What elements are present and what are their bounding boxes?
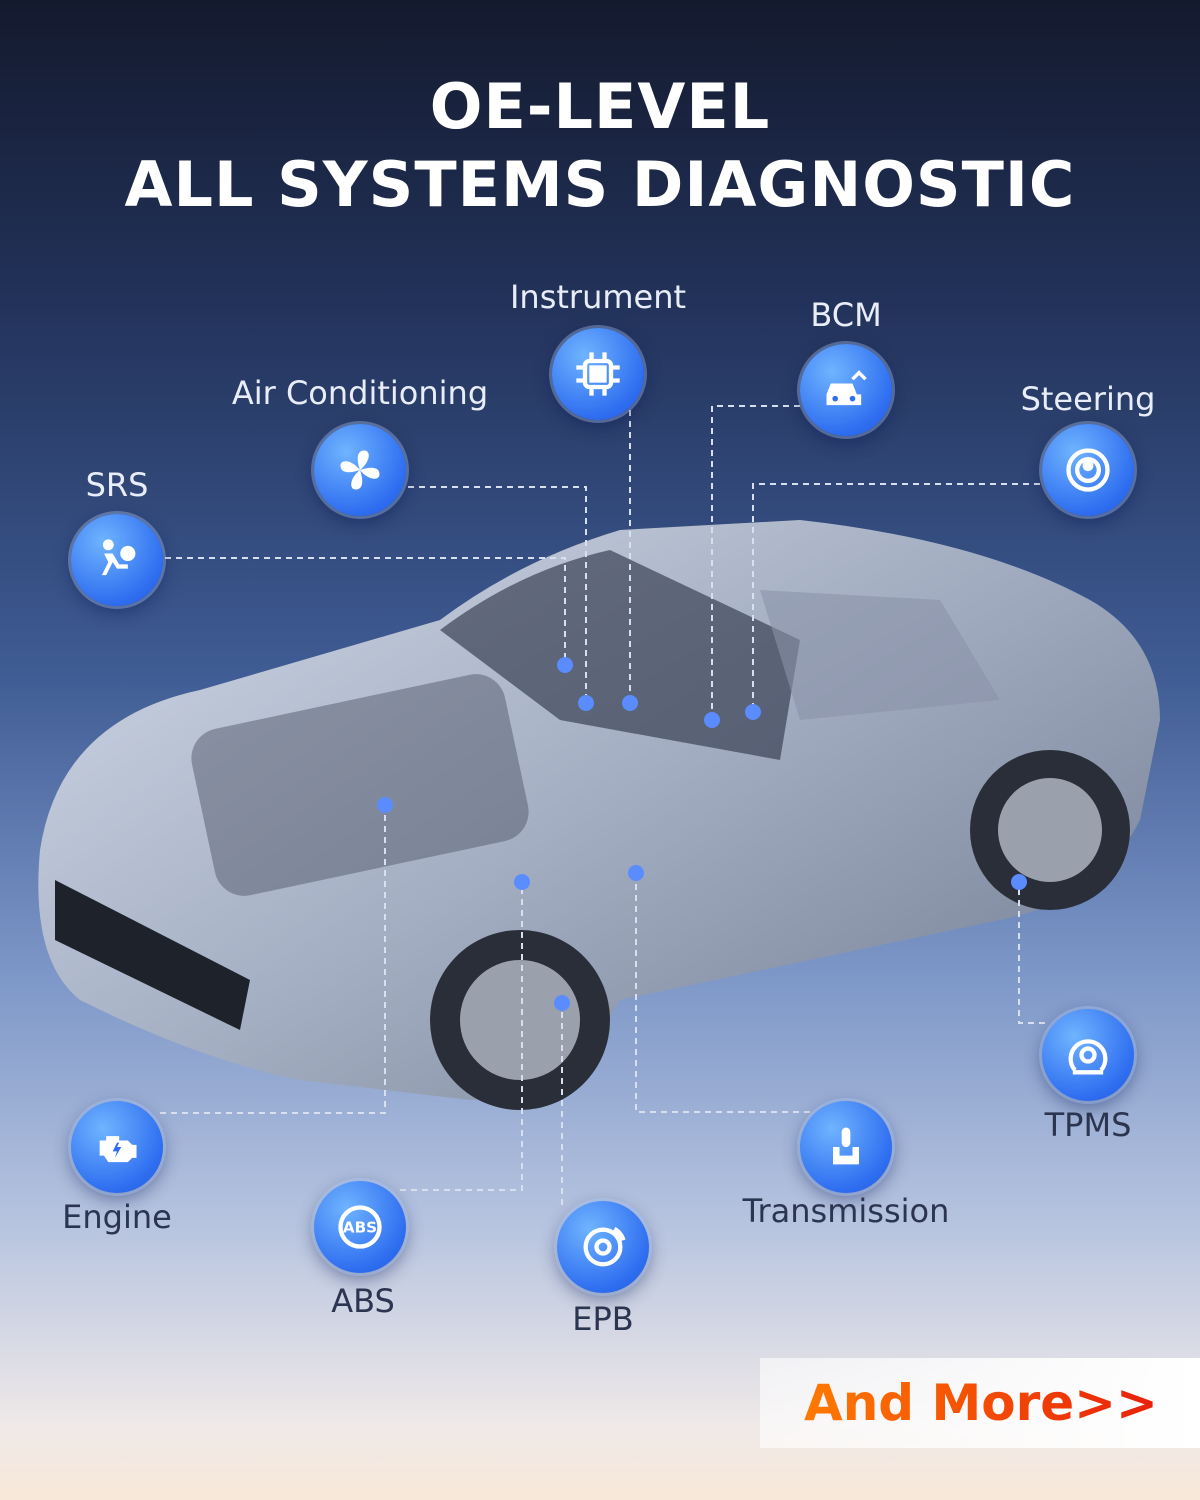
connector-lines — [160, 405, 1045, 1205]
front-grille — [55, 880, 250, 1030]
rear-window — [760, 590, 1000, 720]
label-bcm: BCM — [810, 296, 882, 334]
and-more-label: And More>> — [804, 1374, 1158, 1432]
fan-icon — [314, 424, 406, 516]
label-instrument: Instrument — [509, 278, 687, 316]
engine-bay — [191, 674, 529, 896]
label-air-conditioning: Air Conditioning — [231, 374, 489, 412]
label-engine: Engine — [62, 1198, 172, 1236]
steering-wheel-icon — [1042, 424, 1134, 516]
label-steering: Steering — [1020, 380, 1156, 418]
headline-line1: OE-LEVEL — [429, 70, 771, 143]
svg-text:ABS: ABS — [343, 1218, 377, 1236]
engine-icon — [71, 1101, 163, 1193]
airbag-icon — [71, 514, 163, 606]
gear-shift-icon — [800, 1101, 892, 1193]
label-abs: ABS — [331, 1282, 395, 1320]
windshield — [440, 550, 800, 760]
and-more-link[interactable]: And More>> — [760, 1358, 1200, 1448]
label-tpms: TPMS — [1044, 1106, 1132, 1144]
label-epb: EPB — [572, 1300, 634, 1338]
tire-pressure-icon — [1042, 1009, 1134, 1101]
label-transmission: Transmission — [742, 1192, 950, 1230]
abs-icon: ABS — [314, 1181, 406, 1273]
car-body-icon — [800, 344, 892, 436]
chip-icon — [552, 328, 644, 420]
headline-line2: ALL SYSTEMS DIAGNOSTIC — [124, 148, 1076, 221]
brake-disc-icon — [557, 1201, 649, 1293]
label-srs: SRS — [85, 466, 149, 504]
connector-dots — [377, 657, 1027, 1011]
